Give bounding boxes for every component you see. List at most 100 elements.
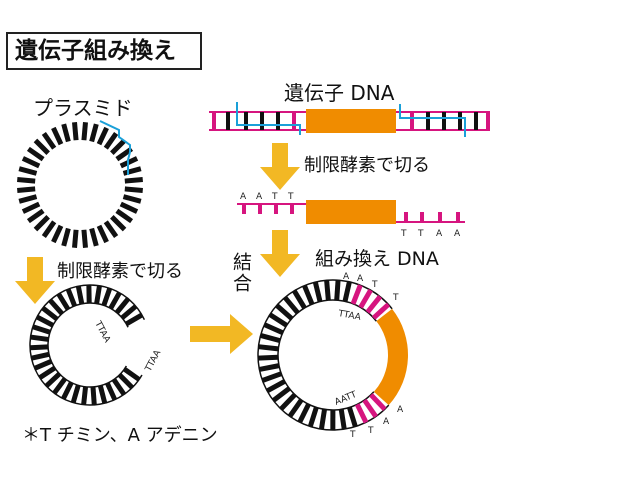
- plasmid-rung: [89, 123, 99, 143]
- open-plasmid-rung: [125, 312, 144, 327]
- fragment-gene-segment: [306, 200, 396, 224]
- rec-base-t3: T: [349, 430, 356, 440]
- plasmid-rung: [26, 146, 45, 162]
- open-plasmid-rung: [90, 386, 97, 406]
- rec-strand: [257, 279, 393, 431]
- cut-gene-fragment: A A T T T T A A: [237, 192, 465, 239]
- plasmid-rung: [33, 215, 50, 232]
- plasmid-rung: [103, 220, 119, 239]
- plasmid-rung: [124, 186, 143, 193]
- rec-rung: [371, 302, 391, 320]
- open-plasmid-rung: [111, 378, 127, 396]
- frag-base-a4: A: [454, 229, 461, 239]
- rec-rung: [302, 284, 315, 306]
- recombinant-dna-label: 組み換え DNA: [315, 248, 439, 270]
- page-title: 遺伝子組み換え: [6, 32, 202, 70]
- open-plasmid-rung: [81, 386, 89, 405]
- rec-rung: [362, 398, 378, 418]
- plasmid-rung: [81, 229, 88, 248]
- rec-rung: [342, 281, 352, 302]
- frag-base-a2: A: [256, 192, 263, 202]
- plasmid-rung: [119, 201, 139, 214]
- rec-base-t4: T: [367, 426, 374, 436]
- open-plasmid-rung: [29, 344, 49, 351]
- plasmid-rung: [41, 131, 57, 150]
- rec-rung: [268, 312, 289, 328]
- rec-rung: [271, 386, 291, 403]
- gene-dna-label: 遺伝子 DNA: [284, 81, 395, 105]
- fragment-rungs: [242, 204, 460, 222]
- open-plasmid-rung: [105, 382, 118, 401]
- recombinant-ring: [257, 279, 408, 431]
- rec-rung: [307, 406, 319, 428]
- combine-label: 結合: [230, 252, 252, 294]
- rec-rung: [265, 379, 286, 394]
- plasmid-rung: [33, 138, 50, 155]
- arrow-down-plasmid: [15, 257, 55, 304]
- open-plasmid-rung: [114, 297, 131, 315]
- rec-base-a4: A: [397, 405, 404, 415]
- plasmid-ring: [17, 122, 143, 248]
- rec-gene-segment: [373, 308, 408, 406]
- rec-rung: [258, 363, 280, 372]
- open-plasmid-rung: [52, 377, 67, 395]
- rec-rung: [369, 393, 387, 412]
- rec-rung: [358, 288, 373, 309]
- open-plasmid-rung: [44, 371, 62, 388]
- plasmid-rung: [51, 224, 64, 244]
- frag-base-t3: T: [400, 229, 407, 239]
- open-plasmid-rung: [108, 291, 122, 310]
- plasmid-rung: [124, 177, 143, 184]
- plasmid-rung: [17, 177, 36, 184]
- open-bases-upper: TTAA: [92, 319, 112, 345]
- rec-rung: [318, 408, 327, 430]
- plasmid-rung: [61, 123, 71, 143]
- rec-rung: [258, 344, 279, 352]
- rec-rung: [257, 354, 279, 361]
- open-plasmid-rung: [70, 384, 81, 404]
- open-bases-lower: TTAA: [143, 348, 163, 374]
- rec-rung: [338, 409, 347, 430]
- plasmid-rung: [115, 208, 134, 224]
- rec-rung: [347, 406, 358, 428]
- plasmid-rung: [72, 122, 79, 141]
- rec-rung: [365, 295, 383, 314]
- plasmid-cut-line: [99, 120, 131, 175]
- frag-base-t4: T: [417, 229, 424, 239]
- rec-rung: [354, 403, 369, 424]
- rec-rung: [263, 322, 284, 336]
- plasmid-rung: [61, 227, 71, 247]
- open-plasmid-rung: [120, 304, 138, 320]
- rec-rung: [350, 284, 363, 305]
- frag-base-t1: T: [271, 192, 278, 202]
- open-plasmid-rung: [32, 324, 51, 335]
- plasmid-rung: [96, 224, 109, 244]
- plasmid-rung: [110, 215, 127, 232]
- rec-rung: [297, 403, 311, 424]
- plasmid-rung: [21, 201, 41, 214]
- rec-base-t2: T: [392, 293, 399, 303]
- open-plasmid-rung: [101, 287, 113, 307]
- gene-right-cut-line: [399, 104, 466, 137]
- plasmid-rung: [81, 122, 88, 141]
- open-plasmid-rung: [122, 367, 141, 382]
- rec-rung: [259, 333, 281, 344]
- open-plasmid-rung: [94, 285, 102, 304]
- rec-rung: [275, 303, 294, 321]
- open-plasmid-rung: [48, 298, 64, 316]
- plasmid-rung: [122, 166, 142, 176]
- plasmid-rung: [103, 131, 119, 150]
- rec-base-a1: A: [343, 272, 350, 282]
- rec-strand: [277, 299, 377, 411]
- plasmid-rung: [18, 166, 38, 176]
- open-plasmid-rung: [38, 365, 57, 380]
- cut-label-top: 制限酵素で切る: [304, 155, 430, 176]
- rec-rung: [287, 398, 304, 418]
- footnote: ＊T チミン、A アデニン: [22, 425, 218, 446]
- rec-base-a2: A: [357, 274, 364, 284]
- open-plasmid-rung: [65, 288, 77, 307]
- rec-rung: [292, 289, 307, 310]
- rec-rung: [334, 280, 341, 301]
- open-plasmid-rung: [41, 306, 59, 322]
